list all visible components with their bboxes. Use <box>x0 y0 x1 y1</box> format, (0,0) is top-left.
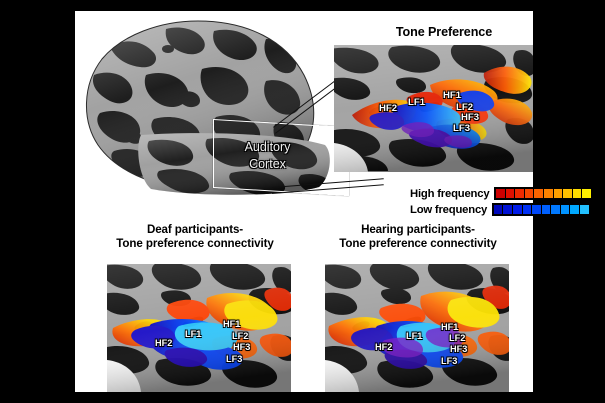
high-frequency-swatch-8 <box>572 188 582 199</box>
high-frequency-swatch-9 <box>582 188 591 199</box>
deaf-connectivity-patch <box>107 264 291 392</box>
high-frequency-swatch-7 <box>563 188 572 199</box>
legend-row-low: Low frequency <box>410 203 605 216</box>
deaf-title-line2: Tone preference connectivity <box>116 236 274 250</box>
low-frequency-swatch-8 <box>570 204 580 215</box>
high-frequency-swatch-6 <box>553 188 563 199</box>
deaf-title-line1: Deaf participants- <box>146 223 244 236</box>
high-frequency-swatch-4 <box>534 188 543 199</box>
tone-preference-patch <box>334 45 533 172</box>
hearing-title-line2: Tone preference connectivity <box>339 236 497 250</box>
auditory-cortex-label: Auditory Cortex <box>215 139 320 172</box>
high-frequency-swatch-3 <box>524 188 534 199</box>
high-frequency-swatch-1 <box>505 188 515 199</box>
legend-row-high: High frequency <box>410 187 605 200</box>
high-frequency-swatch-2 <box>515 188 524 199</box>
figure-white-panel: Auditory Cortex Tone Preference <box>75 11 593 392</box>
legend-label-low: Low frequency <box>410 203 488 216</box>
high-frequency-swatch-0 <box>496 188 505 199</box>
auditory-cortex-label-line2: Cortex <box>249 156 286 171</box>
legend-label-high: High frequency <box>410 187 490 200</box>
low-frequency-swatch-1 <box>503 204 512 215</box>
low-frequency-swatch-6 <box>551 204 560 215</box>
low-frequency-swatch-7 <box>560 204 570 215</box>
high-frequency-colorbar <box>494 187 593 200</box>
deaf-panel-title: Deaf participants- Tone preference conne… <box>95 223 295 250</box>
low-frequency-colorbar <box>492 203 591 216</box>
secondary-brain-silhouette <box>135 131 335 197</box>
hearing-title-line1: Hearing participants- <box>361 223 475 236</box>
low-frequency-swatch-3 <box>522 204 532 215</box>
inset-title: Tone Preference <box>395 25 493 39</box>
low-frequency-swatch-9 <box>580 204 589 215</box>
hearing-connectivity-patch <box>325 264 509 392</box>
low-frequency-swatch-0 <box>493 204 503 215</box>
low-frequency-swatch-2 <box>512 204 522 215</box>
low-frequency-swatch-5 <box>541 204 551 215</box>
high-frequency-swatch-5 <box>544 188 553 199</box>
hearing-panel-title: Hearing participants- Tone preference co… <box>313 223 523 250</box>
auditory-cortex-label-line1: Auditory <box>244 140 291 154</box>
frequency-legend: High frequency Low frequency <box>410 187 605 219</box>
low-frequency-swatch-4 <box>532 204 541 215</box>
